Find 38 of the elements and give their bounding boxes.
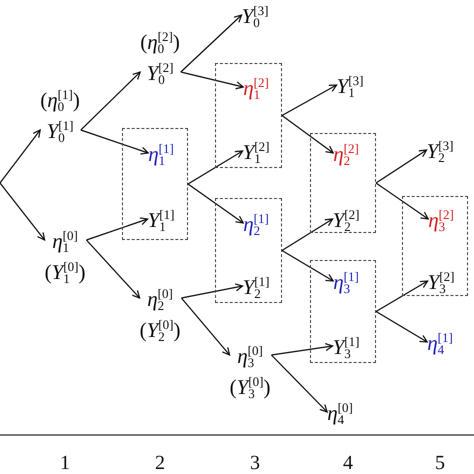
arrow xyxy=(376,280,428,312)
axis-tick-label: 1 xyxy=(60,452,70,474)
arrow xyxy=(282,84,338,116)
annotation-label: (Y$_{2}$$^{[0]}$) xyxy=(140,316,180,344)
dashed-group-box xyxy=(402,196,468,296)
arrow xyxy=(86,240,140,299)
arrow xyxy=(80,129,149,155)
arrow xyxy=(180,298,230,356)
arrow xyxy=(188,184,244,224)
arrow xyxy=(282,218,334,251)
annotation-label: (η$_{0}$$^{[2]}$) xyxy=(140,28,180,56)
arrow xyxy=(271,342,334,356)
axis-tick-label: 3 xyxy=(250,452,260,474)
annotation-label: (η$_{0}$$^{[1]}$) xyxy=(40,86,80,114)
dashed-group-box xyxy=(215,198,282,303)
axis-tick-label: 5 xyxy=(435,452,445,474)
arrow xyxy=(80,71,141,130)
arrow xyxy=(0,182,46,241)
dashed-group-box xyxy=(215,63,282,168)
dashed-group-box xyxy=(122,128,188,240)
axis-tick-label: 2 xyxy=(155,452,165,474)
arrow xyxy=(270,354,328,413)
arrow xyxy=(282,250,334,282)
arrow xyxy=(376,310,428,343)
arrow xyxy=(0,129,41,184)
dashed-group-box xyxy=(310,133,376,233)
annotation-label: (Y$_{3}$$^{[0]}$) xyxy=(230,373,270,402)
arrow xyxy=(181,283,244,299)
arrow xyxy=(188,150,244,185)
arrow xyxy=(376,149,428,184)
arrow xyxy=(376,182,429,220)
arrow xyxy=(86,217,148,241)
arrow xyxy=(180,14,242,72)
annotation-label: (Y$_{1}$$^{[0]}$) xyxy=(44,258,86,286)
dashed-group-box xyxy=(310,260,376,363)
arrow xyxy=(282,115,334,154)
arrow xyxy=(180,71,244,90)
axis-tick-label: 4 xyxy=(343,452,353,474)
